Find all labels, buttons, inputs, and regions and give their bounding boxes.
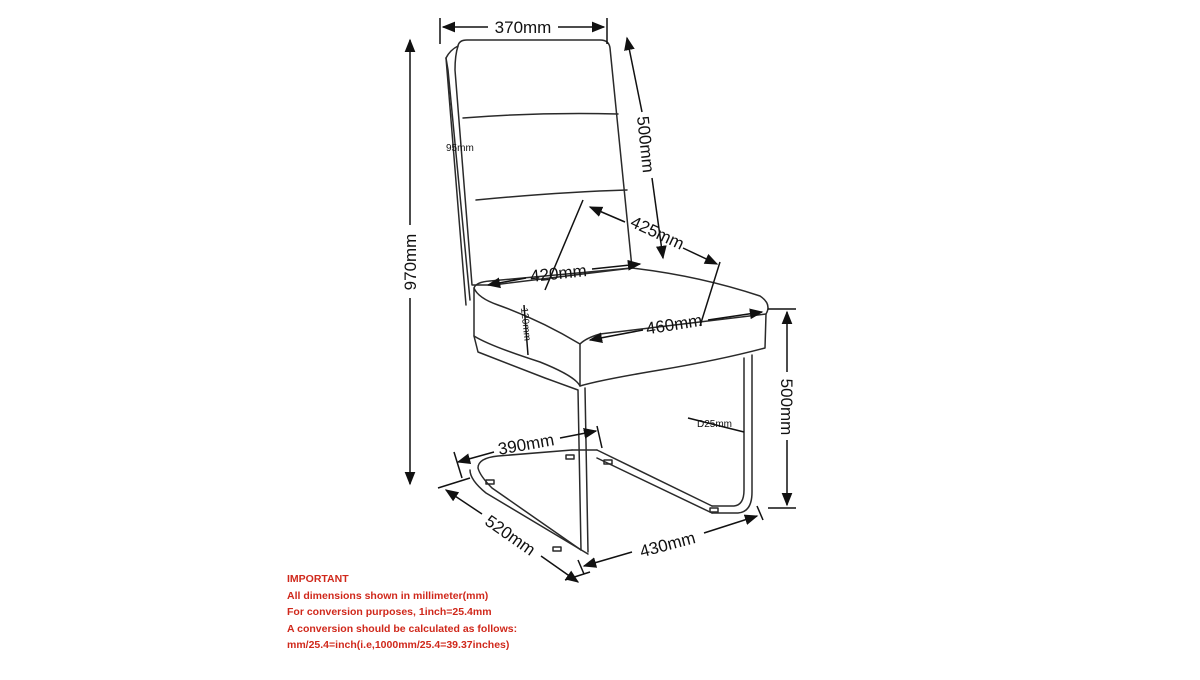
label-back-height: 500mm	[633, 115, 658, 173]
backrest-seam-1	[462, 112, 619, 119]
dim-base-front-ext	[756, 505, 764, 521]
base-right-runner	[596, 449, 713, 507]
dim-seat-front-l	[588, 329, 644, 344]
frame-rear-inner	[584, 387, 589, 553]
label-seat-height: 500mm	[777, 379, 796, 436]
frame-front-tube-inner	[711, 354, 753, 514]
note-line-3: A conversion should be calculated as fol…	[287, 622, 518, 635]
foot	[709, 507, 719, 513]
label-seat-front-width: 460mm	[645, 311, 704, 339]
dim-base-rear-ext-r	[596, 425, 603, 449]
dim-base-front-b	[703, 514, 759, 534]
label-seat-back-width: 420mm	[529, 261, 587, 286]
frame-front-tube	[711, 357, 745, 507]
label-back-width: 370mm	[495, 18, 552, 37]
base-right-runner-inner	[596, 457, 713, 514]
dim-depth-line-a	[588, 206, 626, 223]
dim-depth-ext-2	[699, 261, 721, 327]
dim-base-depth-a	[444, 489, 483, 515]
dim-depth-ext	[544, 199, 584, 291]
label-base-rear-width: 390mm	[496, 430, 555, 459]
dim-seat-back-r	[591, 259, 642, 271]
dim-base-rear-r	[559, 428, 598, 439]
dim-seat-back-l	[486, 277, 527, 289]
dim-base-depth-b	[540, 555, 580, 583]
backrest-side-panel	[445, 45, 471, 301]
backrest-seam-2	[475, 189, 628, 201]
seat-top	[473, 267, 769, 345]
base-left-runner-inner	[469, 469, 589, 555]
frame-rear	[473, 335, 582, 551]
backrest	[454, 39, 633, 286]
foot	[485, 479, 495, 485]
label-tube-diameter: D25mm	[697, 419, 732, 430]
dim-back-height-bottom	[651, 177, 667, 260]
dim-base-depth-ext-a	[437, 477, 471, 489]
dim-seat-front-r	[707, 308, 764, 321]
base-left-runner	[477, 449, 582, 551]
backrest-frame-edge	[445, 57, 467, 306]
chair-outline	[445, 39, 769, 555]
dim-base-rear-ext-l	[453, 451, 463, 479]
seat-cushion-left	[473, 287, 581, 387]
note-line-2: For conversion purposes, 1inch=25.4mm	[287, 606, 492, 618]
note-heading: IMPORTANT	[287, 573, 349, 585]
note-line-4: mm/25.4=inch(i.e,1000mm/25.4=39.37inches…	[287, 639, 510, 651]
dimension-labels: 370mm 970mm 500mm 95mm 425mm 420mm 460mm…	[401, 18, 796, 561]
label-total-height: 970mm	[401, 234, 420, 291]
foot	[552, 546, 562, 552]
foot	[565, 454, 575, 460]
dim-cushion-ext	[523, 304, 529, 356]
label-cushion-thickness: 120mm	[518, 307, 532, 341]
dim-base-front-ext-b	[577, 559, 585, 575]
dim-back-height-top	[624, 36, 643, 113]
seat-cushion-front	[579, 313, 767, 387]
label-base-front-width: 430mm	[638, 528, 698, 561]
label-frame-width: 95mm	[446, 143, 474, 154]
dim-base-rear-l	[456, 451, 495, 464]
important-note: IMPORTANT All dimensions shown in millim…	[287, 571, 517, 654]
dim-tube-leader	[687, 417, 745, 433]
dim-depth-line-b	[682, 247, 719, 265]
dim-base-front-a	[582, 551, 633, 568]
dimension-lines	[404, 18, 796, 583]
foot	[603, 459, 613, 465]
note-line-1: All dimensions shown in millimeter(mm)	[287, 589, 489, 602]
